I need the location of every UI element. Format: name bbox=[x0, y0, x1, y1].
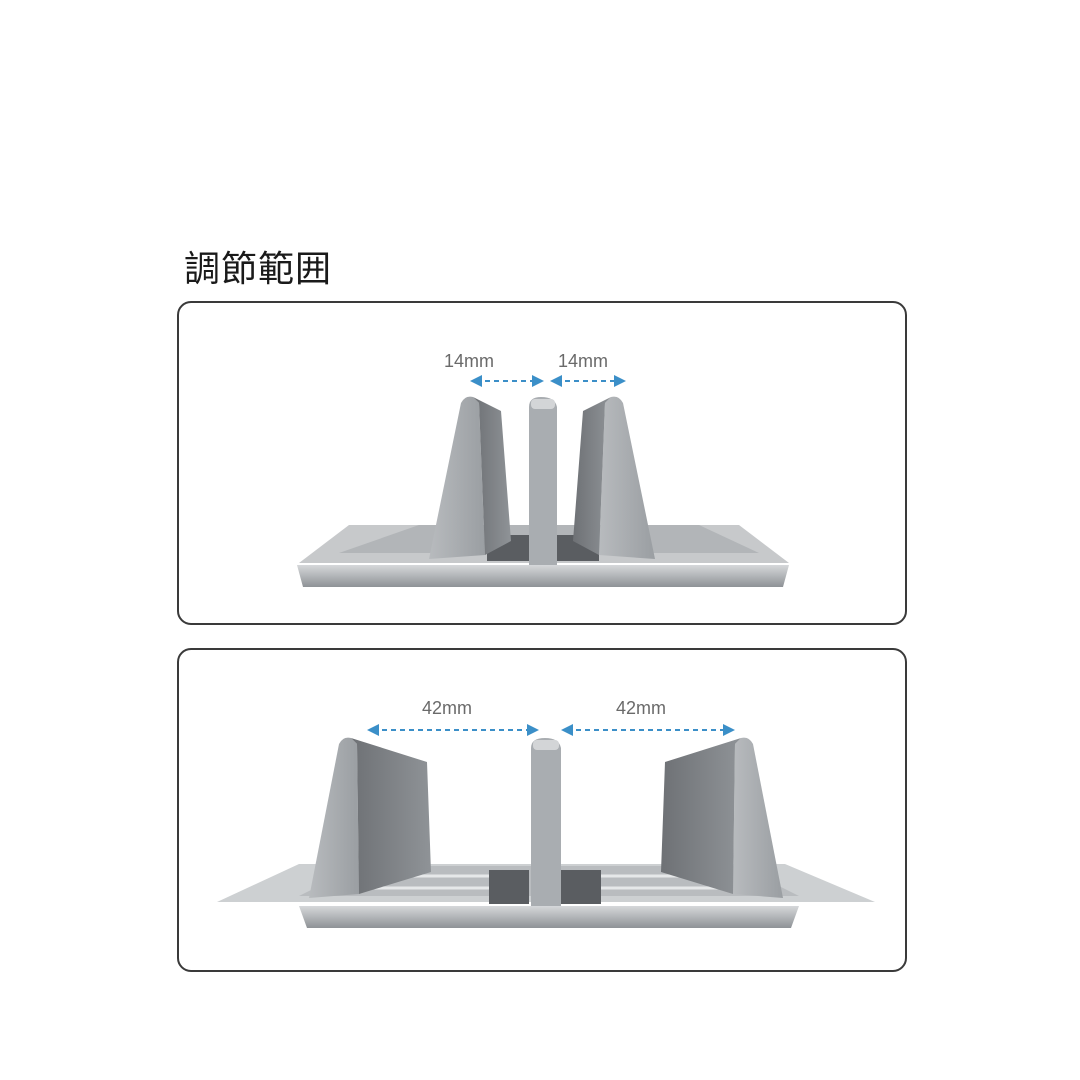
center-divider bbox=[531, 738, 561, 906]
adjustment-panel-wide: 42mm 42mm bbox=[177, 648, 907, 972]
page-title: 調節範囲 bbox=[184, 249, 333, 290]
right-divider bbox=[733, 737, 783, 898]
right-gap-label: 42mm bbox=[616, 698, 666, 718]
adjustment-panel-narrow: 14mm 14mm bbox=[177, 301, 907, 625]
left-gap-label: 14mm bbox=[444, 351, 494, 371]
slot-right bbox=[561, 870, 601, 904]
stand-illustration-narrow: 14mm 14mm bbox=[297, 351, 789, 587]
stand-base bbox=[299, 906, 799, 928]
right-divider bbox=[599, 396, 655, 559]
slot-left bbox=[489, 870, 529, 904]
left-gap-label: 42mm bbox=[422, 698, 472, 718]
left-divider bbox=[429, 396, 485, 559]
center-divider bbox=[529, 397, 557, 565]
left-divider bbox=[309, 737, 359, 898]
right-gap-label: 14mm bbox=[558, 351, 608, 371]
stand-illustration-wide: 42mm 42mm bbox=[217, 698, 875, 928]
stand-base bbox=[297, 565, 789, 587]
